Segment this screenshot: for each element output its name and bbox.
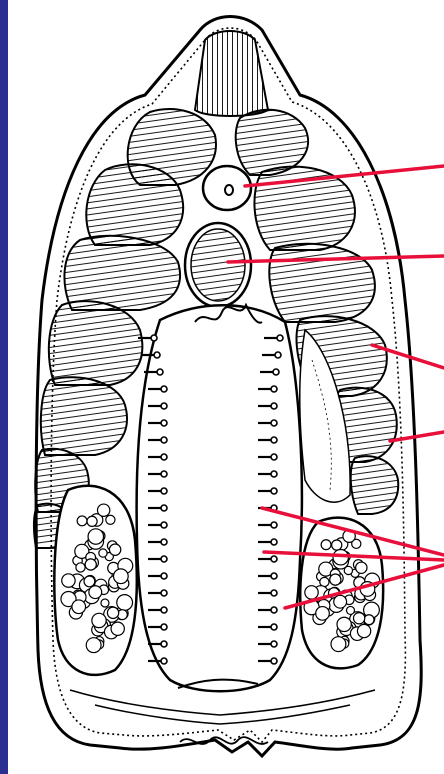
nerve-cord — [203, 166, 251, 210]
leader-line — [390, 432, 444, 441]
notochord — [185, 223, 251, 307]
gonad-left — [54, 486, 136, 675]
atrium-floor — [70, 690, 375, 744]
pharynx — [137, 305, 302, 691]
dorsal-fin — [195, 31, 268, 116]
